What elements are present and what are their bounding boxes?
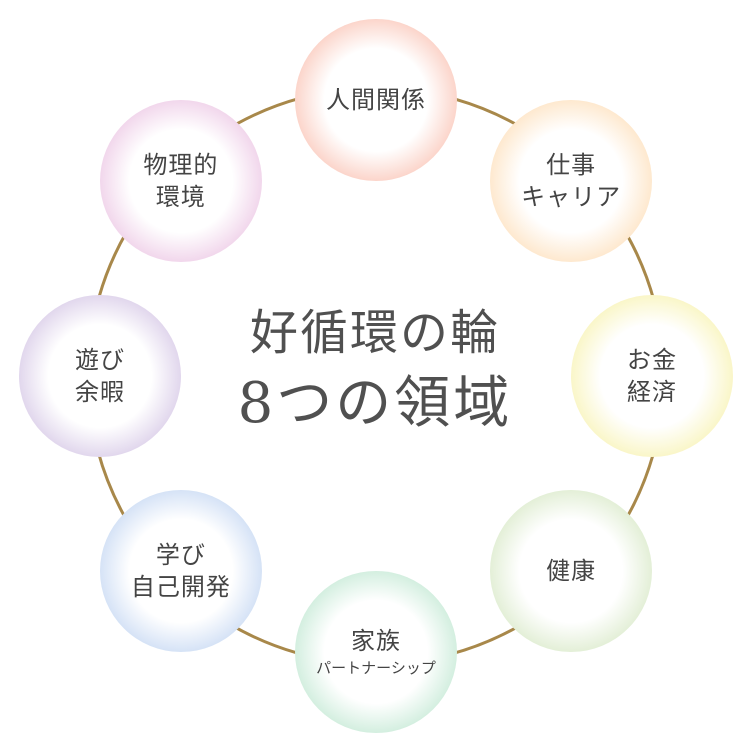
node-label-line1: お金 — [627, 346, 677, 374]
node-label-line2: 余暇 — [75, 378, 125, 406]
arrow-line — [626, 235, 656, 302]
node-health: 健康 — [490, 490, 653, 653]
node-label-line2: 自己開発 — [130, 573, 231, 602]
node-physical-environment: 物理的環境 — [99, 99, 262, 262]
node-label-line1: 遊び — [75, 346, 125, 374]
node-play-leisure: 遊び余暇 — [19, 295, 181, 457]
title-line2: 8つの領域 — [237, 371, 513, 436]
arrow-line — [97, 231, 128, 298]
title-line1: 好循環の輪 — [249, 305, 500, 361]
center-title: 好循環の輪 8つの領域 — [175, 300, 575, 442]
node-label-line1: 人間関係 — [326, 86, 426, 114]
node-learning-self-development: 学び自己開発 — [99, 490, 262, 653]
arrow-line — [450, 626, 517, 656]
node-label-line1: 健康 — [546, 557, 597, 586]
node-label-line1: 仕事 — [546, 150, 597, 179]
node-money-economy: お金経済 — [571, 295, 733, 457]
node-relationships: 人間関係 — [295, 19, 457, 181]
node-label-line1: 学び — [155, 541, 206, 570]
node-label-line2: パートナーシップ — [316, 659, 436, 677]
arrow-line — [624, 454, 655, 521]
node-label-line1: 家族 — [351, 627, 401, 655]
arrow-line — [96, 450, 126, 517]
node-label-line2: 環境 — [155, 182, 206, 211]
node-label-line2: キャリア — [521, 182, 622, 211]
node-label-line2: 経済 — [627, 378, 677, 406]
node-family-partnership: 家族パートナーシップ — [295, 571, 457, 733]
arrow-line — [454, 97, 521, 128]
node-work-career: 仕事キャリア — [490, 99, 653, 262]
arrow-line — [231, 624, 298, 655]
node-label-line1: 物理的 — [143, 150, 219, 179]
arrow-line — [235, 96, 302, 126]
